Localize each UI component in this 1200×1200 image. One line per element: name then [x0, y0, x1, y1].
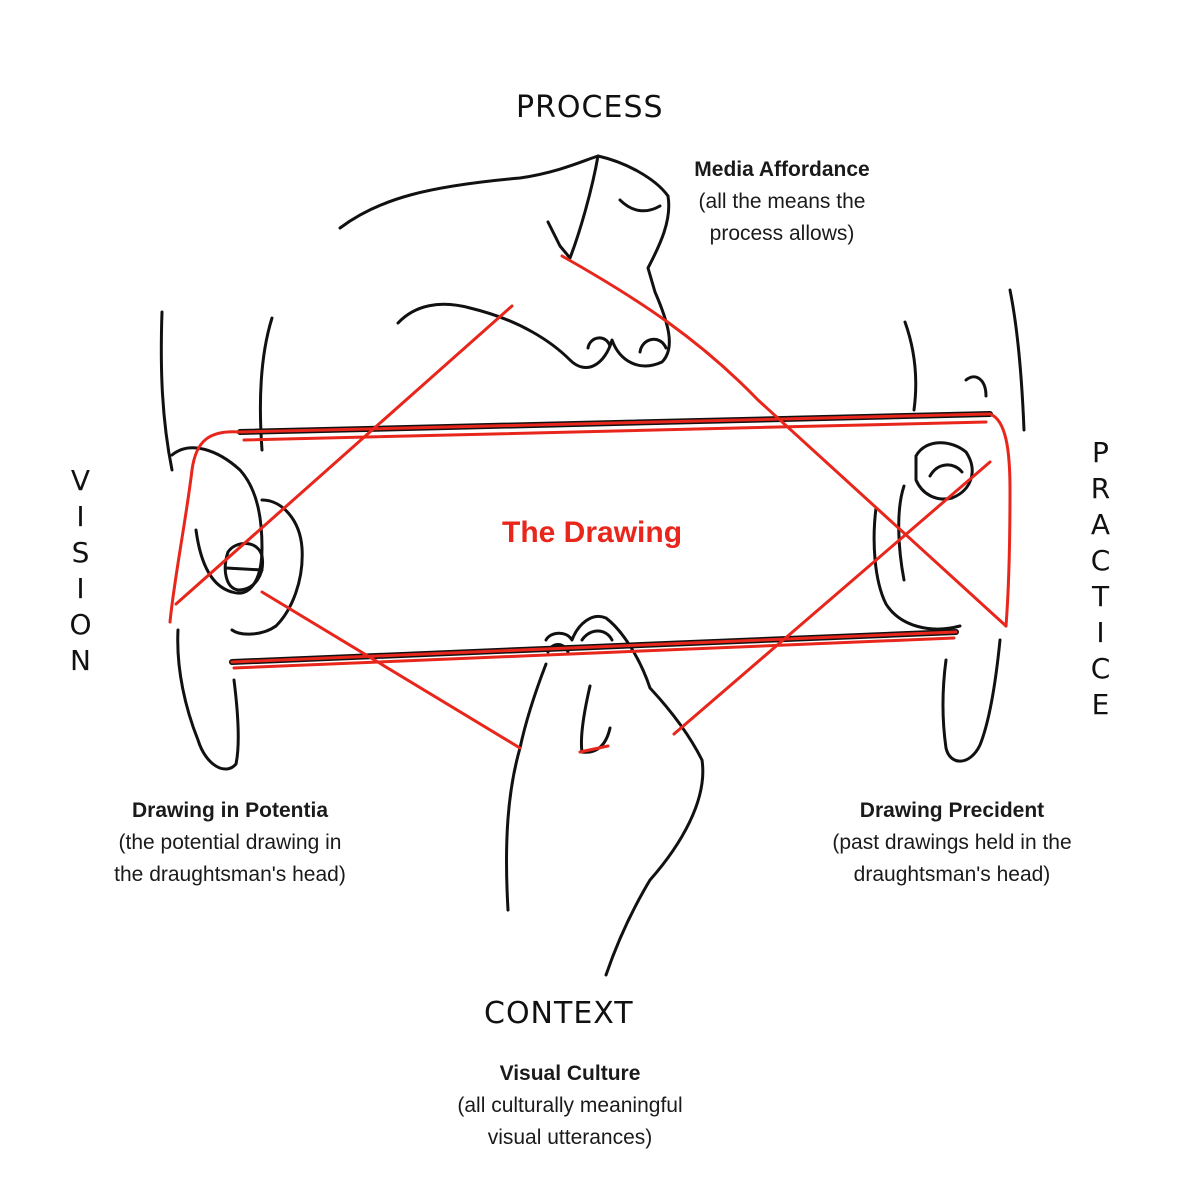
right-arm-outline	[1008, 288, 1026, 432]
left-hand-fingers	[230, 498, 304, 636]
right-hand-thumb-nail	[928, 463, 964, 478]
media-affordance-line1: (all the means the	[698, 190, 866, 213]
string-left-to-bottom	[260, 590, 522, 750]
top-hand-outline	[338, 154, 671, 369]
bottom-hand-nail	[580, 629, 614, 642]
string-top-band-2	[242, 420, 988, 442]
string-top-band	[238, 412, 992, 434]
right-hand-lower	[941, 638, 1002, 763]
visual-culture-title: Visual Culture	[499, 1062, 641, 1085]
top-hand-finger	[546, 154, 600, 260]
left-hand-lower	[176, 628, 240, 771]
drawing-precident-line2: draughtsman's head)	[853, 863, 1051, 886]
string-bottom-band-2	[232, 636, 956, 670]
media-affordance-title: Media Affordance	[694, 158, 870, 181]
drawing-in-potentia-line2: the draughtsman's head)	[114, 863, 346, 886]
context-heading: CONTEXT	[484, 996, 634, 1031]
visual-culture-note: Visual Culture (all culturally meaningfu…	[430, 1058, 710, 1154]
visual-culture-line2: visual utterances)	[487, 1126, 653, 1149]
bottom-hand-outline	[544, 615, 705, 977]
string-bottom-right-diagonal	[672, 460, 992, 736]
bottom-hand-finger	[580, 684, 612, 754]
the-drawing-label: The Drawing	[502, 516, 683, 549]
top-hand-nail-2	[586, 336, 612, 350]
top-hand-knuckle	[618, 198, 662, 213]
left-arm-outline	[159, 310, 174, 472]
right-hand-outline	[914, 441, 974, 501]
practice-heading: PRACTICE	[1084, 436, 1117, 724]
right-hand-knuckle	[964, 375, 988, 398]
string-right-loop	[988, 412, 1012, 628]
right-hand-palm	[872, 506, 962, 631]
left-hand-outline	[170, 446, 264, 595]
string-bottom-band	[230, 630, 958, 664]
media-affordance-line2: process allows)	[709, 222, 855, 245]
process-heading: PROCESS	[516, 90, 664, 125]
string-top-right-diagonal	[560, 254, 1008, 628]
left-hand-thumb	[223, 542, 265, 592]
bottom-hand-left-edge	[505, 662, 548, 912]
top-hand-nail	[638, 337, 668, 354]
drawing-in-potentia-title: Drawing in Potentia	[131, 799, 328, 822]
right-arm-inner	[903, 320, 918, 412]
drawing-in-potentia-note: Drawing in Potentia (the potential drawi…	[90, 795, 370, 891]
left-hand-thumb-nail	[224, 566, 264, 572]
drawing-precident-line1: (past drawings held in the	[832, 831, 1072, 854]
string-top-left-diagonal	[174, 304, 514, 606]
string-bottom-short	[578, 744, 610, 754]
media-affordance-note: Media Affordance (all the means the proc…	[662, 154, 902, 250]
string-left-loop	[168, 430, 242, 624]
drawing-in-potentia-line1: (the potential drawing in	[118, 831, 342, 854]
drawing-precident-title: Drawing Precident	[859, 799, 1045, 822]
drawing-precident-note: Drawing Precident (past drawings held in…	[812, 795, 1092, 891]
visual-culture-line1: (all culturally meaningful	[457, 1094, 683, 1117]
vision-heading: VISION	[64, 464, 97, 680]
